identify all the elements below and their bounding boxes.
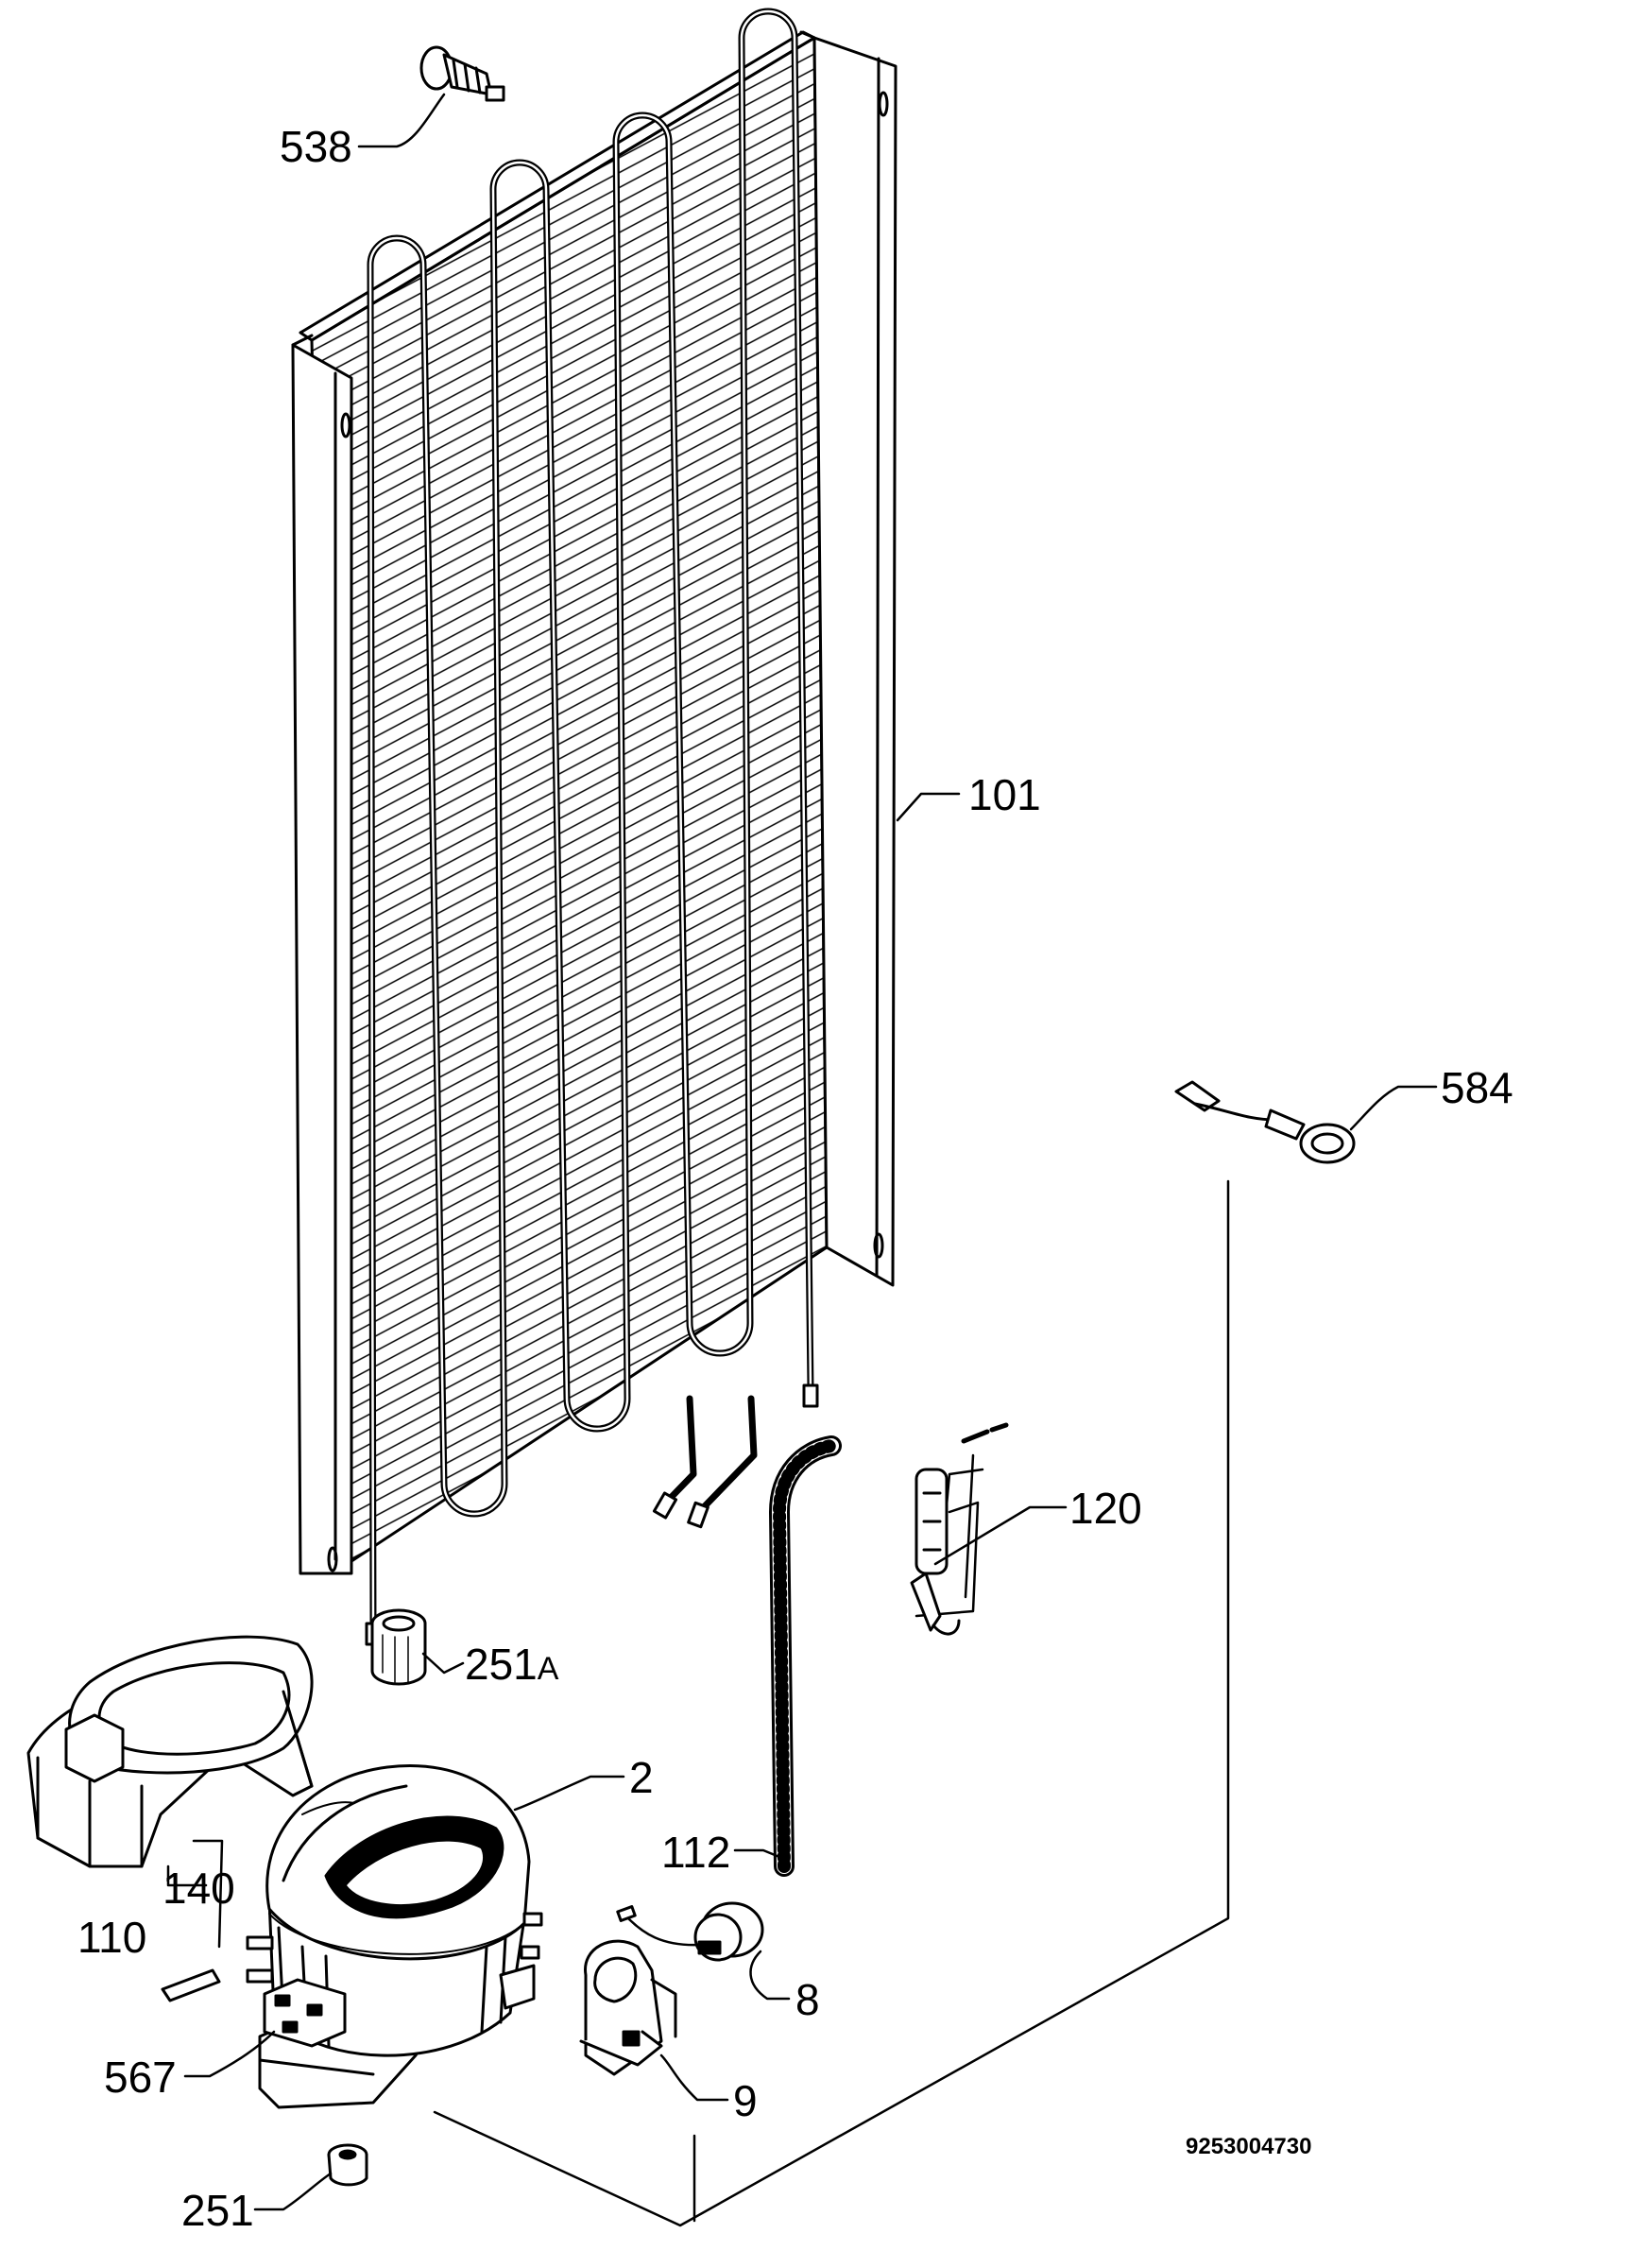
callout-120: 120 <box>1069 1484 1142 1533</box>
rubber-foot-251 <box>327 2143 368 2187</box>
drip-tray-140 <box>26 1635 314 1868</box>
callout-251: 251 <box>181 2186 254 2235</box>
filter-drier-120 <box>910 1422 1009 1636</box>
callout-9: 9 <box>733 2076 758 2125</box>
callout-251a: 251A <box>465 1642 558 1686</box>
overload-relay-8 <box>616 1901 764 1962</box>
sleeve-251a <box>370 1608 427 1686</box>
callout-2: 2 <box>629 1753 654 1802</box>
assembly-lines <box>433 1179 1230 2227</box>
callout-101: 101 <box>968 770 1041 819</box>
callout-110: 110 <box>77 1913 147 1962</box>
callout-584: 584 <box>1441 1063 1513 1112</box>
callout-567: 567 <box>104 2053 177 2102</box>
callout-538: 538 <box>280 122 352 171</box>
compressor-2 <box>246 1764 543 2109</box>
callout-251a-number: 251 <box>465 1640 538 1689</box>
grommet-538 <box>419 45 505 102</box>
drain-hose-112 <box>769 1435 842 1877</box>
callout-112: 112 <box>661 1828 731 1877</box>
callout-140: 140 <box>162 1864 235 1913</box>
sensor-584 <box>1174 1080 1356 1164</box>
clip-9 <box>579 1939 677 2076</box>
callout-8: 8 <box>795 1975 820 2024</box>
document-number: 9253004730 <box>1186 2134 1312 2159</box>
condenser-101 <box>291 8 897 1646</box>
pin-110 <box>161 1968 221 2002</box>
leader-lines <box>166 93 1438 2211</box>
callout-251a-suffix: A <box>537 1651 559 1687</box>
